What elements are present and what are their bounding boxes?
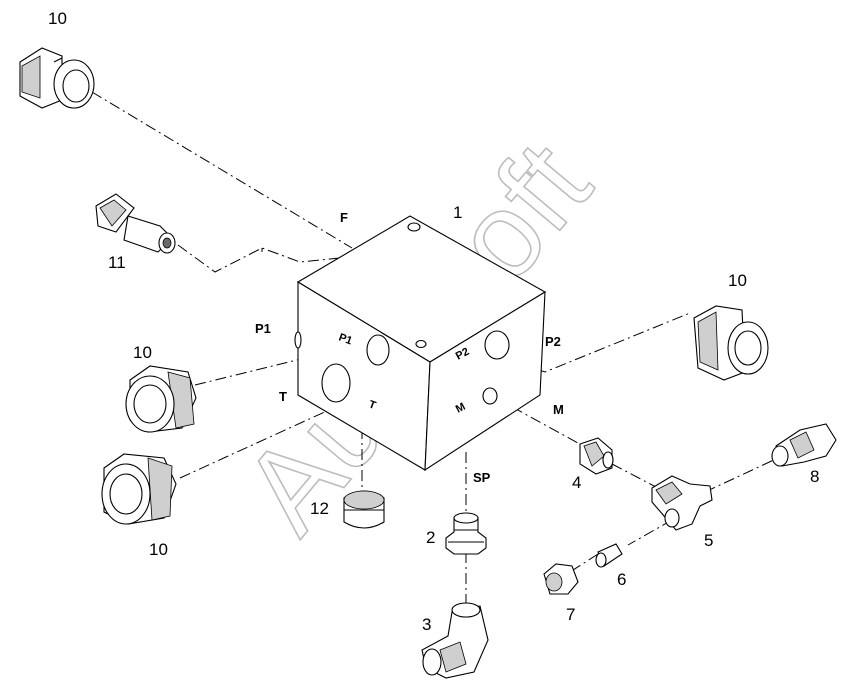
fitting-4 (579, 437, 614, 475)
face-stamp-P1: P1 (337, 332, 354, 348)
callout-5: 5 (704, 531, 713, 550)
face-stamps: P1 P2 T M (337, 332, 471, 416)
callout-6: 6 (617, 570, 626, 589)
sleeve-6 (595, 543, 623, 568)
nut-7 (543, 563, 579, 595)
callout-10-right: 10 (728, 271, 747, 290)
fitting-2 (445, 512, 487, 555)
callout-3: 3 (422, 615, 431, 634)
port-label-P2: P2 (545, 334, 561, 349)
port-labels: F P1 P2 T M SP (255, 210, 564, 485)
callout-1: 1 (453, 203, 462, 222)
callout-10-left-middle: 10 (133, 343, 152, 362)
callout-4: 4 (572, 473, 581, 492)
manifold-block (294, 215, 547, 472)
callout-10-top-left: 10 (48, 9, 67, 28)
callout-8: 8 (810, 467, 819, 486)
port-label-M: M (553, 402, 564, 417)
leader-lines (91, 91, 779, 612)
fitting-10-right (693, 305, 769, 381)
callout-2: 2 (426, 528, 435, 547)
fitting-8 (771, 423, 837, 467)
callout-11: 11 (108, 253, 126, 272)
callout-12: 12 (310, 499, 329, 518)
face-stamp-T: T (367, 399, 378, 413)
fitting-11 (95, 193, 176, 254)
port-label-SP: SP (473, 470, 491, 485)
port-label-T: T (279, 389, 287, 404)
fitting-10-left-middle (125, 365, 197, 433)
plug-12 (343, 490, 385, 529)
port-label-P1: P1 (255, 321, 271, 336)
fitting-10-left-lower (101, 453, 177, 525)
callout-10-left-lower: 10 (149, 540, 168, 559)
port-label-F: F (340, 210, 348, 225)
face-stamp-P2: P2 (454, 346, 472, 363)
callouts: 10 11 1 10 10 10 12 2 3 4 5 6 7 8 (48, 9, 819, 634)
elbow-fitting-3 (421, 602, 489, 679)
tee-fitting-5 (651, 475, 713, 531)
callout-7: 7 (566, 605, 575, 624)
fitting-10-top-left (19, 47, 95, 109)
